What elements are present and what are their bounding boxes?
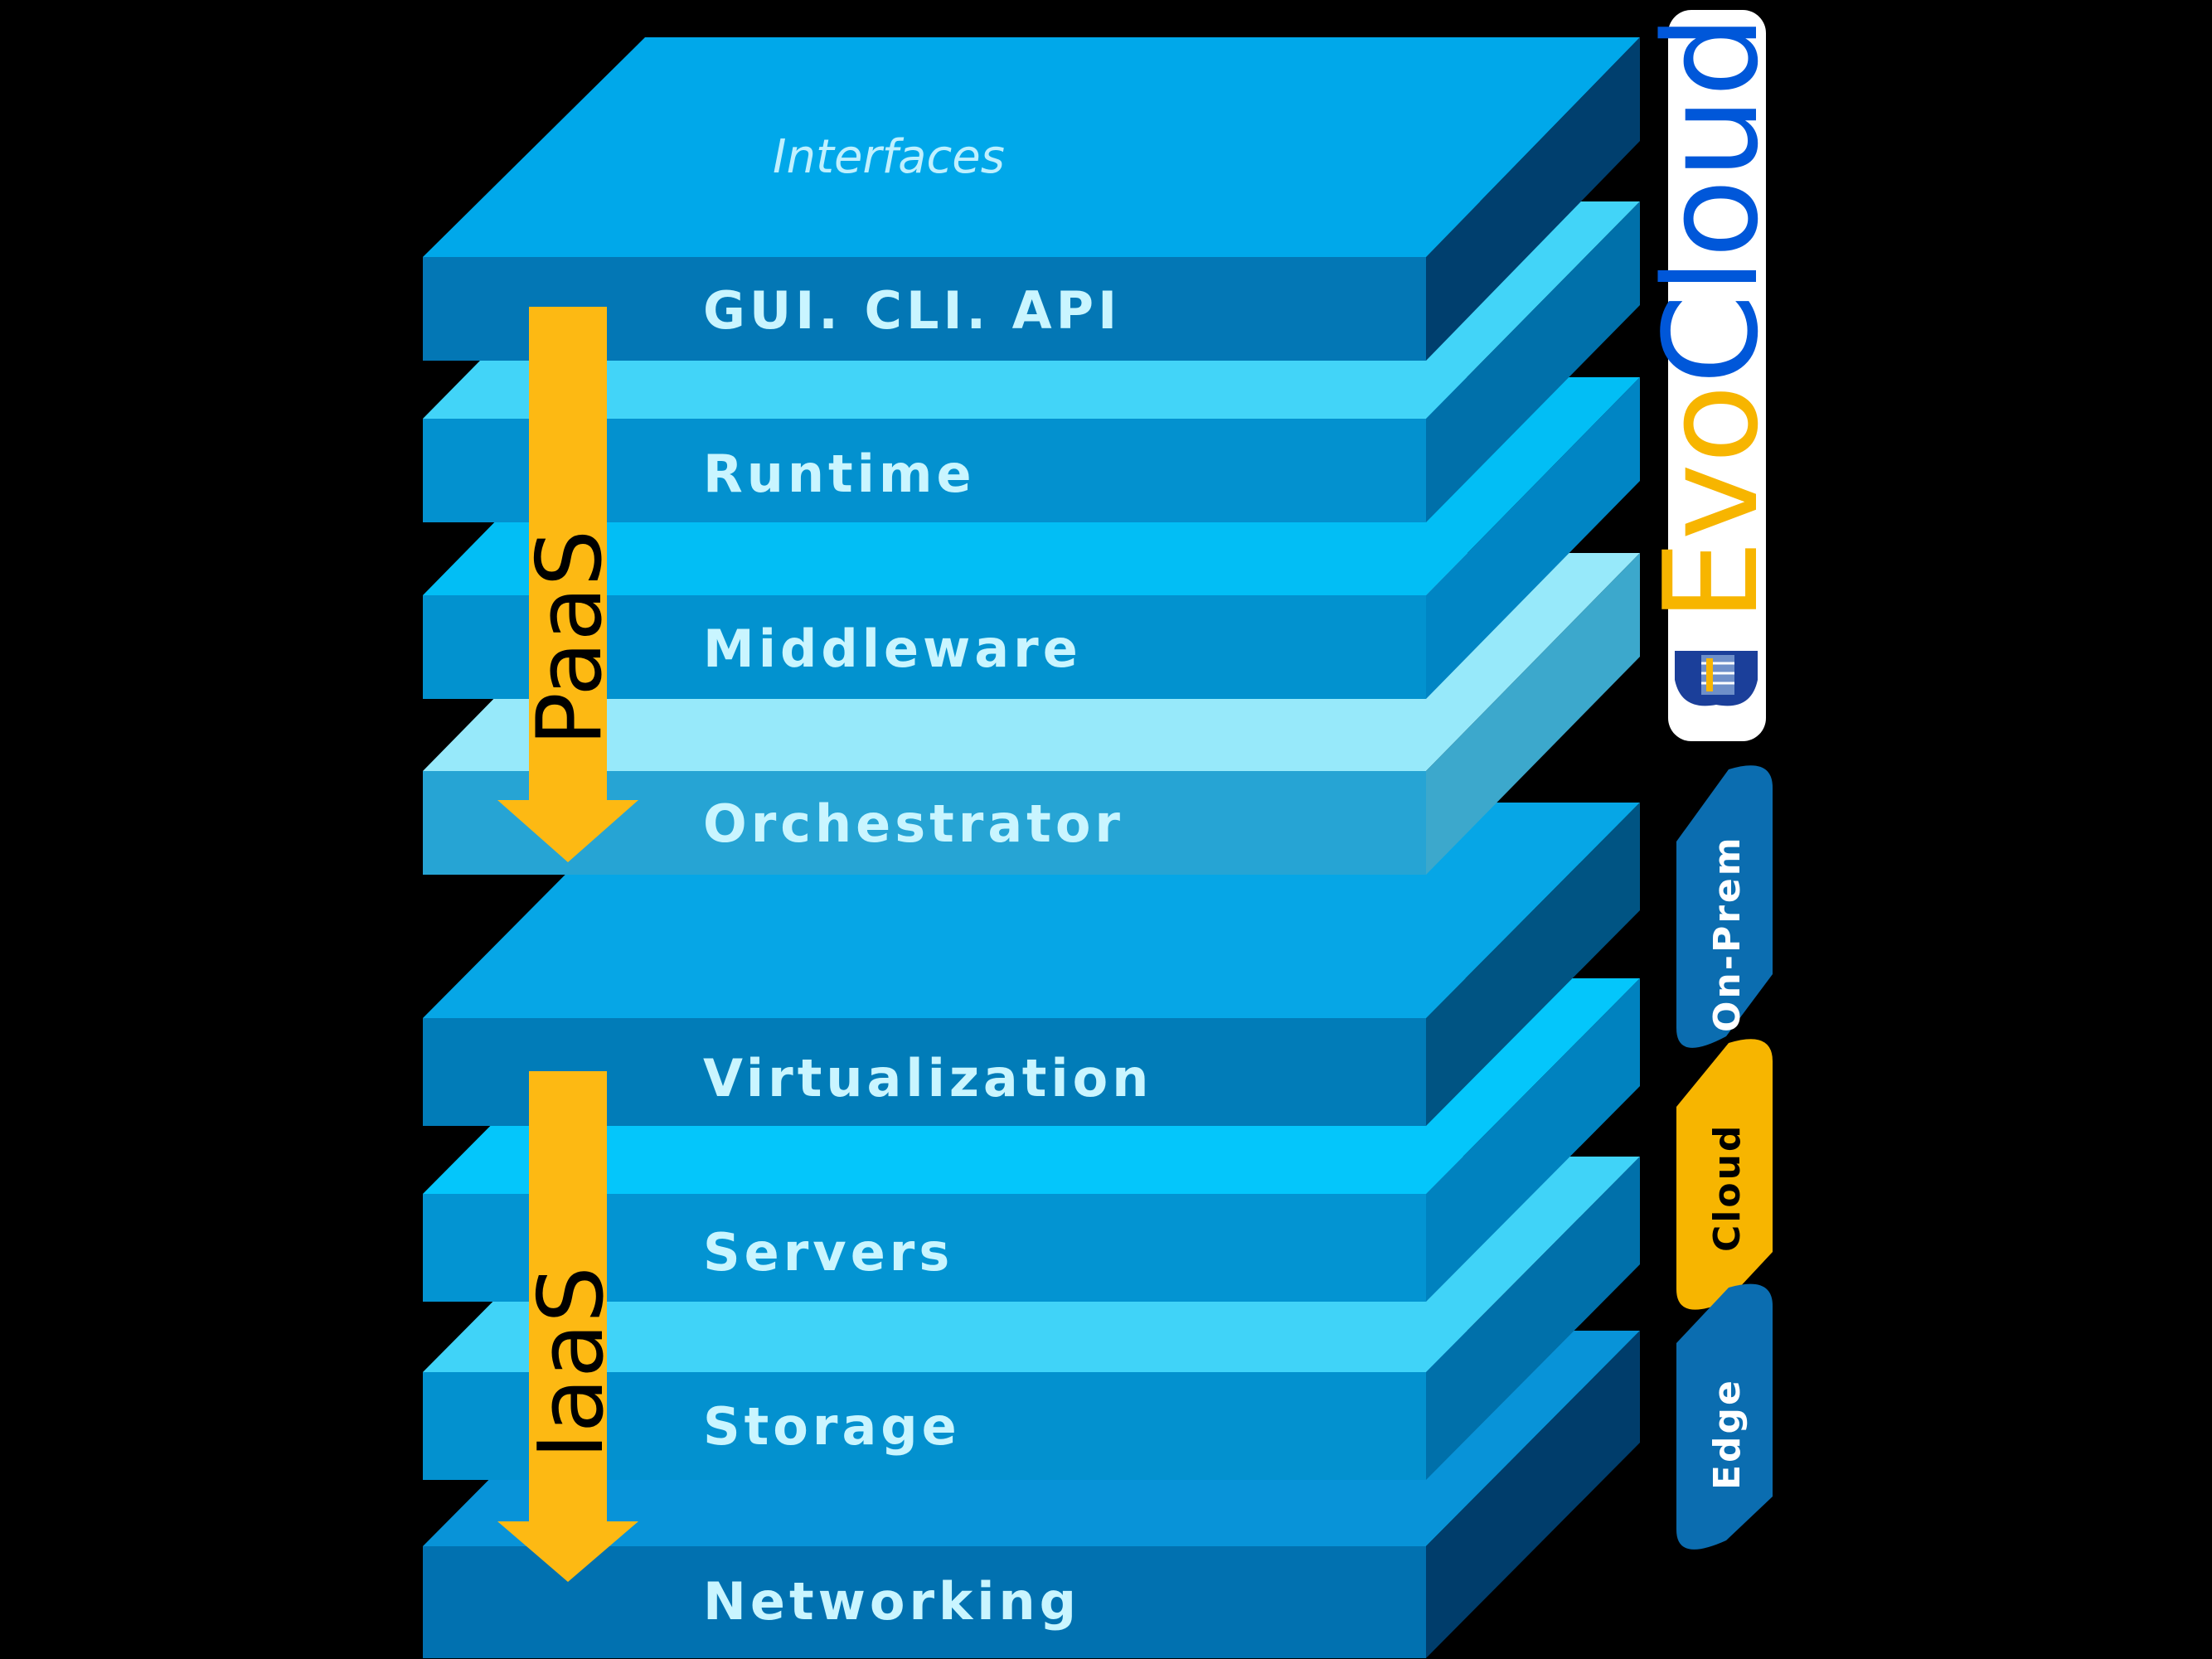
badge-edge: Edge: [1676, 1283, 1773, 1550]
layer-virtualization-label: Virtualization: [703, 1048, 1152, 1108]
brand-name-evo: Evo: [1636, 385, 1787, 622]
layer-networking-side: [1426, 1331, 1640, 1658]
badge-cloud-shape: [1676, 1039, 1773, 1310]
shield-server-icon: [1675, 651, 1758, 706]
brand-panel: EvoCloud: [1636, 10, 1787, 741]
badge-edge-label: Edge: [1706, 1378, 1749, 1490]
layer-runtime-side: [1426, 201, 1640, 522]
layer-gui-cli-api-side: [1426, 37, 1640, 361]
layer-servers-side: [1426, 978, 1640, 1302]
badge-edge-shape: [1676, 1283, 1773, 1550]
paas-label: PaaS: [518, 530, 622, 746]
brand-name: EvoCloud: [1636, 15, 1787, 622]
layer-gui-cli-api-label: GUI. CLI. API: [703, 280, 1121, 341]
paas-arrow: PaaS: [497, 307, 638, 862]
layer-orchestrator-label: Orchestrator: [703, 793, 1124, 854]
arrow-down-icon: [497, 1071, 638, 1582]
layer-middleware-side: [1426, 377, 1640, 699]
server-accent: [1706, 658, 1713, 691]
layer-networking-label: Networking: [703, 1571, 1080, 1632]
badge-on-prem-shape: [1676, 765, 1773, 1048]
badge-on-prem-label: On-Prem: [1706, 835, 1749, 1032]
layer-gui-cli-api-top: [423, 37, 1640, 257]
layer-virtualization-side: [1426, 803, 1640, 1126]
layer-networking-front: [423, 1546, 1426, 1658]
iaas-label: IaaS: [520, 1266, 623, 1459]
badge-on-prem: On-Prem: [1676, 765, 1773, 1048]
iaas-arrow: IaaS: [497, 1071, 638, 1582]
arrow-down-icon: [497, 307, 638, 862]
layer-runtime-label: Runtime: [703, 444, 976, 504]
layer-middleware-label: Middleware: [703, 618, 1082, 679]
layer-gui-cli-api: Interfaces GUI. CLI. API: [423, 37, 1640, 361]
interfaces-label: Interfaces: [773, 130, 1005, 184]
badge-cloud: Cloud: [1676, 1039, 1773, 1310]
layer-orchestrator-side: [1426, 553, 1640, 875]
brand-name-cloud: Cloud: [1636, 15, 1787, 385]
badge-cloud-label: Cloud: [1706, 1123, 1749, 1252]
layer-servers-label: Servers: [703, 1222, 953, 1283]
layer-storage-side: [1426, 1157, 1640, 1480]
brand-panel-background: [1668, 10, 1766, 741]
layer-storage-label: Storage: [703, 1396, 961, 1457]
